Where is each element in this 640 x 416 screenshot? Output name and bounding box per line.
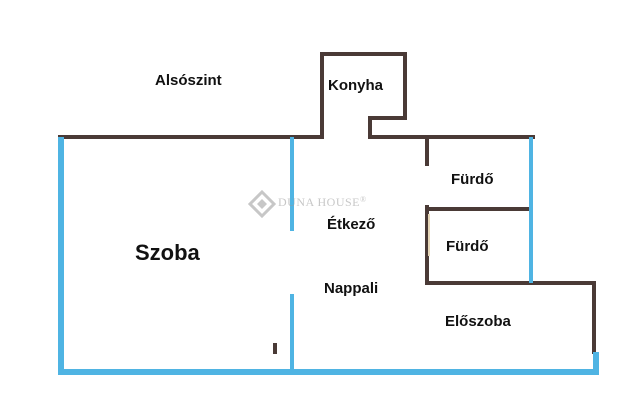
- duna-house-logo-icon: [248, 190, 276, 218]
- room-label-eloszoba: Előszoba: [445, 313, 511, 330]
- interior-walls: [58, 52, 596, 354]
- room-label-furdo-upper: Fürdő: [451, 171, 494, 188]
- kitchen-walls: [320, 52, 407, 139]
- room-label-furdo-lower: Fürdő: [446, 238, 489, 255]
- exterior-walls: [58, 137, 599, 375]
- watermark-brand-text: DUNA HOUSE: [278, 195, 361, 209]
- room-label-konyha: Konyha: [328, 77, 384, 94]
- watermark: DUNA HOUSE®: [248, 190, 398, 230]
- room-label-etkezo: Étkező: [327, 216, 376, 233]
- room-label-nappali: Nappali: [324, 280, 379, 297]
- watermark-brand: DUNA HOUSE®: [278, 195, 367, 210]
- watermark-registered-mark: ®: [360, 195, 367, 204]
- room-label-szoba: Szoba: [135, 240, 200, 265]
- partition-walls: [290, 137, 533, 372]
- floor-title: Alsószint: [155, 72, 222, 89]
